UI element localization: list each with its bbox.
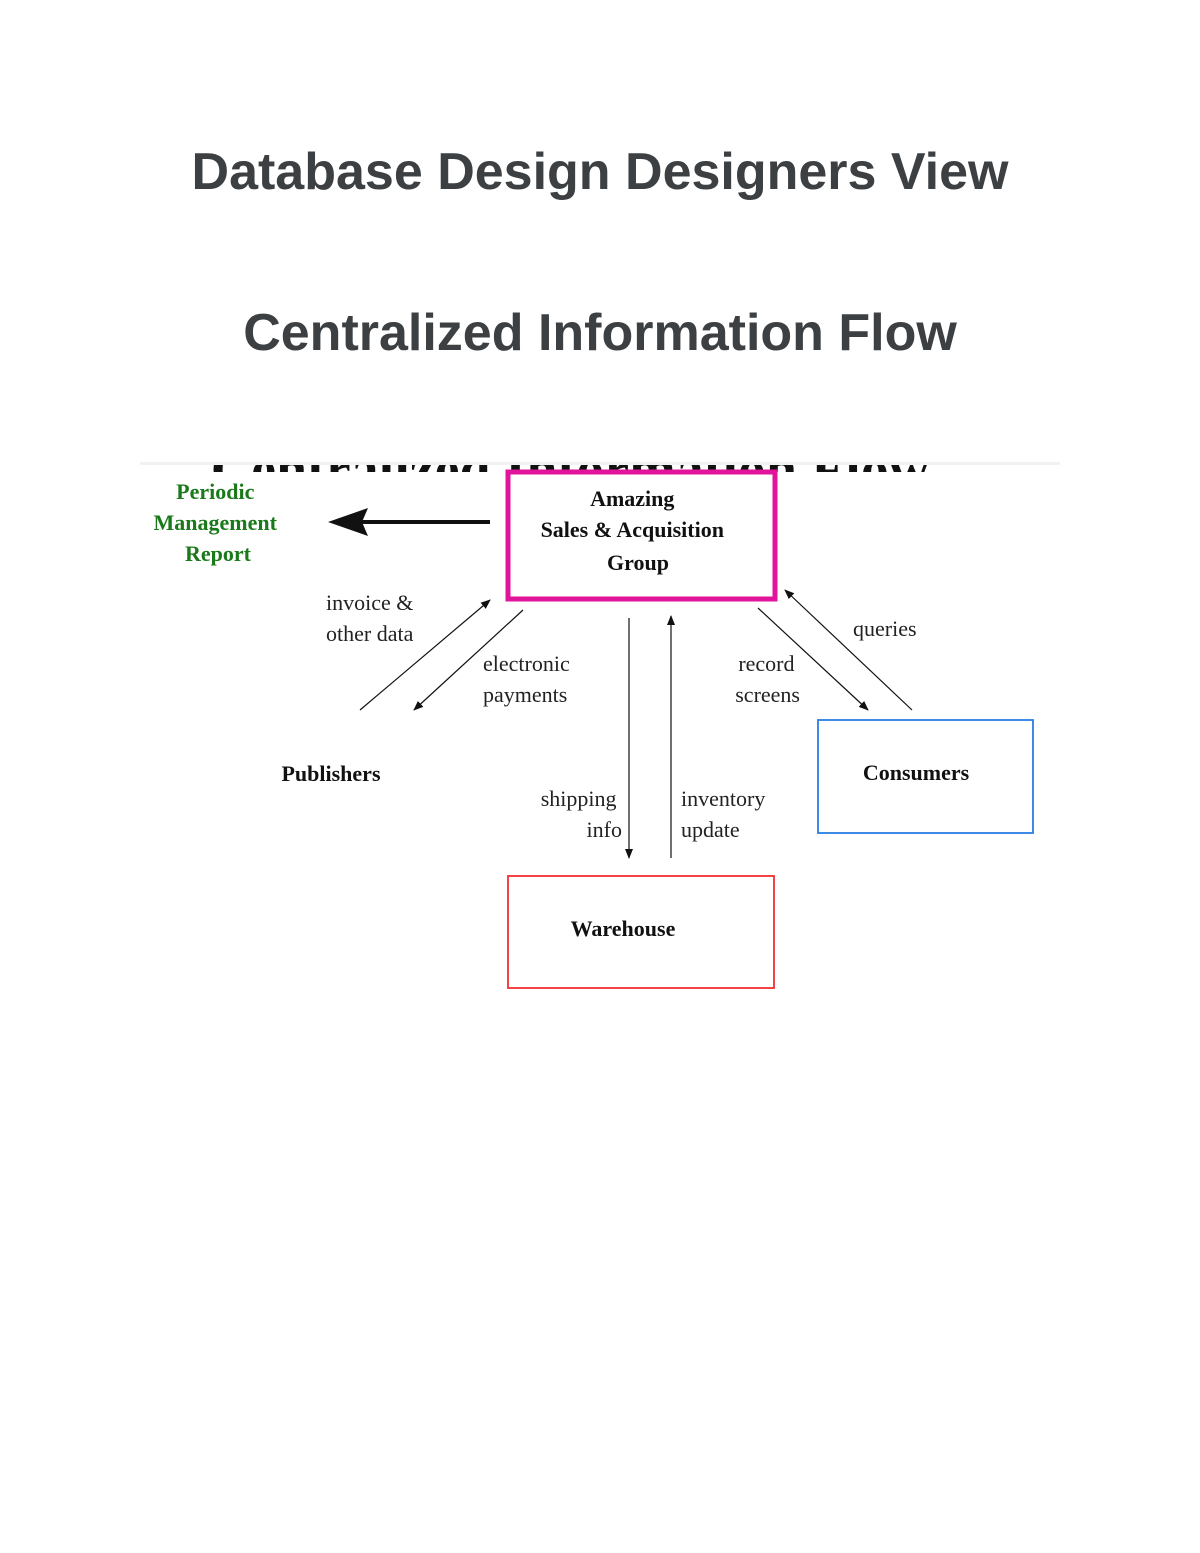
page-subtitle: Centralized Information Flow xyxy=(243,304,957,362)
consumers-node: Consumers xyxy=(817,719,1034,834)
queries-label: queries xyxy=(853,616,917,641)
record-arrow xyxy=(757,607,869,711)
consumers-node-box xyxy=(817,719,1034,834)
center-line-2: Sales & Acquisition xyxy=(541,517,724,542)
publishers-node: Publishers xyxy=(281,761,380,786)
payments-label: electronic payments xyxy=(483,651,575,707)
queries-line-1: queries xyxy=(853,616,917,641)
information-flow-diagram: Centralized Information Flow Periodic Ma… xyxy=(140,440,1060,989)
report-line-3: Report xyxy=(185,541,252,566)
cropped-heading-text: Centralized Information Flow xyxy=(211,440,930,501)
center-node-label: Amazing Sales & Acquisition Group xyxy=(541,486,730,575)
cropped-heading: Centralized Information Flow xyxy=(140,440,1060,501)
invoice-arrow xyxy=(359,599,491,711)
invoice-label: invoice & other data xyxy=(326,590,419,646)
center-line-1: Amazing xyxy=(590,486,674,511)
report-line-2: Management xyxy=(154,510,278,535)
page-title: Database Design Designers View xyxy=(191,143,1009,201)
report-label: Periodic Management Report xyxy=(154,479,283,566)
record-line-2: screens xyxy=(735,682,800,707)
center-node: Amazing Sales & Acquisition Group xyxy=(505,469,778,602)
report-line-1: Periodic xyxy=(176,479,254,504)
inventory-line-1: inventory xyxy=(681,786,765,811)
center-node-box xyxy=(505,469,778,602)
invoice-line-1: invoice & xyxy=(326,590,413,615)
image-top-edge xyxy=(140,462,1060,465)
report-arrow xyxy=(328,508,490,536)
payments-arrow xyxy=(413,609,524,711)
payments-line-1: electronic xyxy=(483,651,570,676)
report-node: Periodic Management Report xyxy=(154,479,283,566)
invoice-line-2: other data xyxy=(326,621,414,646)
warehouse-node: Warehouse xyxy=(507,875,775,989)
center-line-3: Group xyxy=(607,550,669,575)
inventory-label: inventory update xyxy=(681,786,771,842)
inventory-line-2: update xyxy=(681,817,740,842)
payments-line-2: payments xyxy=(483,682,567,707)
warehouse-node-box xyxy=(507,875,775,989)
shipping-line-2: info xyxy=(587,817,622,842)
queries-arrow xyxy=(784,589,913,711)
record-label: record screens xyxy=(735,651,800,707)
warehouse-node-label: Warehouse xyxy=(571,916,676,941)
shipping-line-1: shipping xyxy=(541,786,617,811)
record-line-1: record xyxy=(738,651,794,676)
shipping-label: shipping info xyxy=(541,786,622,842)
arrowhead-left-icon xyxy=(328,508,368,536)
consumers-node-label: Consumers xyxy=(863,760,970,785)
